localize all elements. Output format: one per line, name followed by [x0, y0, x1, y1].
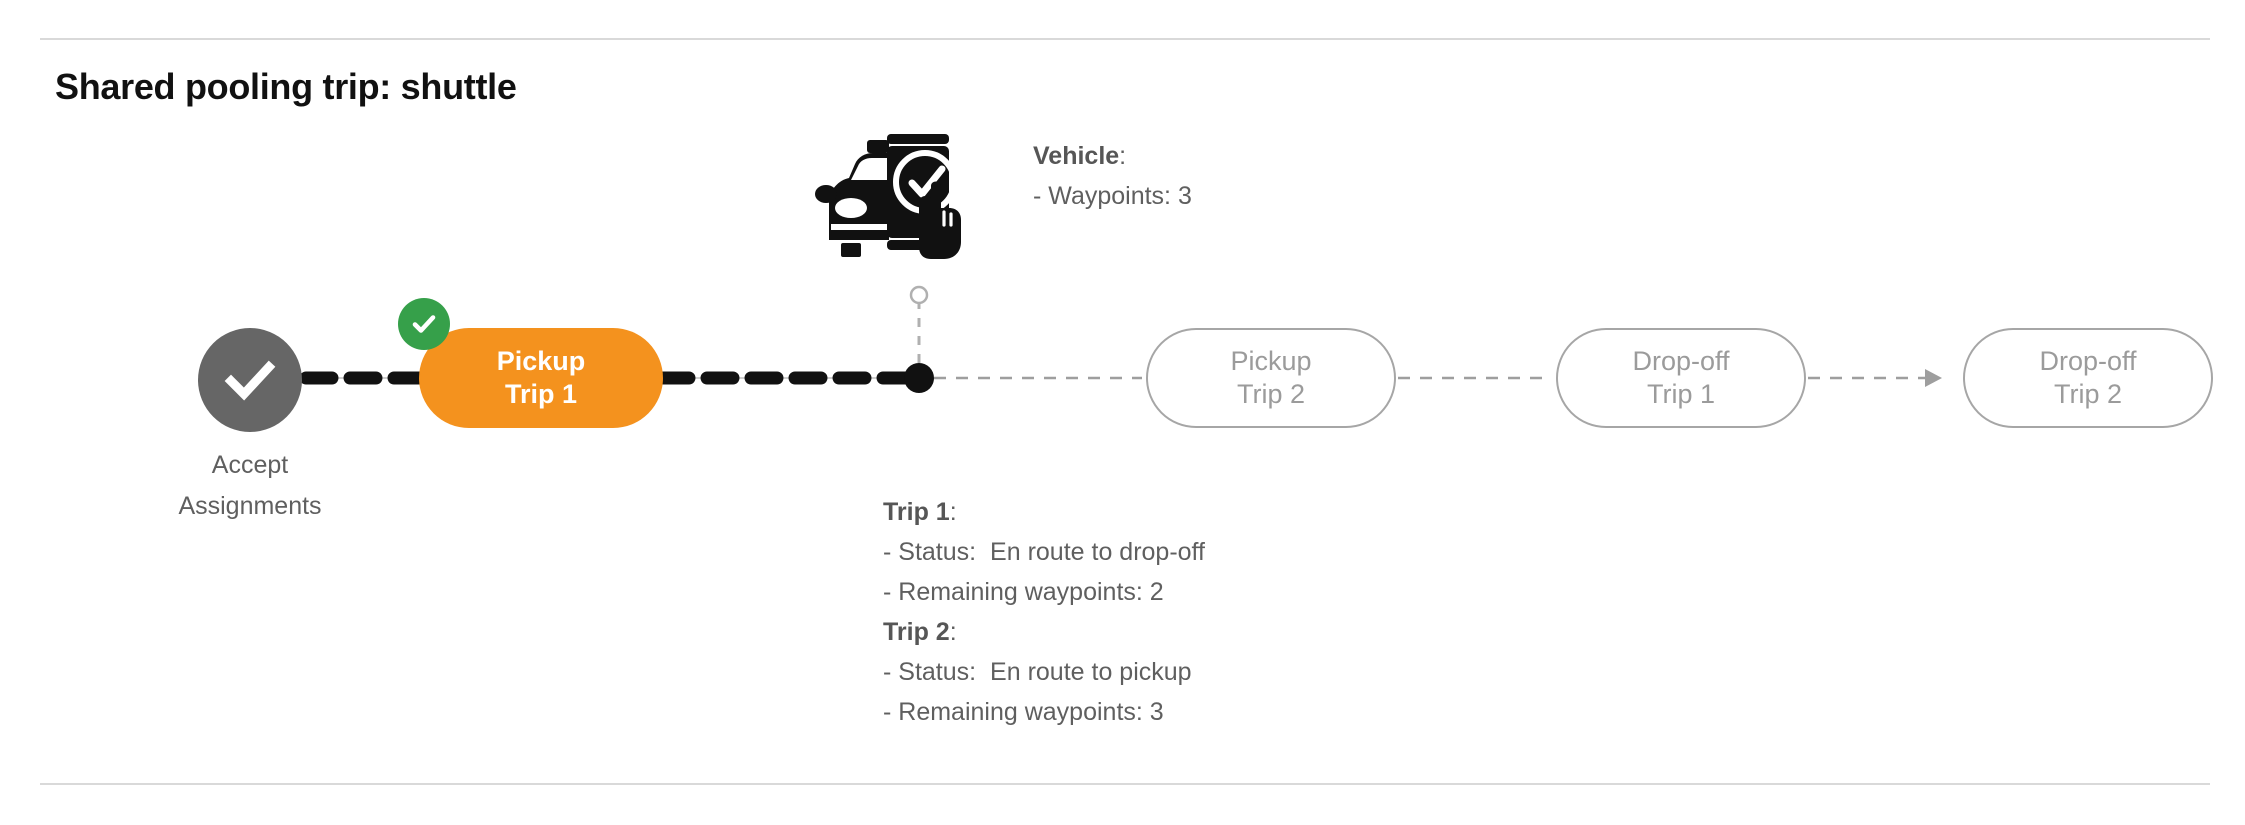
trip2-waypoints: - Remaining waypoints: 3 [883, 698, 1164, 726]
node-label-line1: Pickup [496, 346, 586, 376]
node-label-line2: Trip 1 [504, 379, 578, 409]
node-label-line1: Pickup [1230, 346, 1312, 376]
node-label-line2: Trip 1 [1646, 379, 1715, 409]
check-badge-icon [398, 298, 450, 350]
trip2-heading-row: Trip 2: [883, 612, 1205, 652]
vehicle-waypoints: - Waypoints: 3 [1033, 182, 1192, 210]
node-dropoff-trip-1[interactable]: Drop-off Trip 1 [1556, 328, 1806, 428]
accept-label-line2: Assignments [178, 492, 322, 520]
node-label-line1: Drop-off [2039, 346, 2137, 376]
trip1-heading-row: Trip 1: [883, 492, 1205, 532]
trip1-status-value: En route to drop-off [990, 538, 1206, 566]
vehicle-leader-ring [909, 285, 929, 305]
vehicle-info-block: Vehicle: - Waypoints: 3 [1033, 136, 1192, 216]
node-label-line2: Trip 2 [2053, 379, 2122, 409]
node-label-line1: Drop-off [1632, 346, 1730, 376]
trip2-status-value: En route to pickup [990, 658, 1192, 686]
node-pickup-trip-1[interactable]: Pickup Trip 1 [419, 328, 663, 428]
trip1-status-label: - Status: [883, 538, 977, 566]
vehicle-position-dot [904, 363, 934, 393]
node-dropoff-trip-2[interactable]: Drop-off Trip 2 [1963, 328, 2213, 428]
trips-info-block: Trip 1: - Status: En route to drop-off -… [883, 492, 1205, 732]
trip2-status-label: - Status: [883, 658, 977, 686]
accept-assignments-node[interactable] [198, 328, 302, 432]
trip1-status-row: - Status: En route to drop-off [883, 532, 1205, 572]
vehicle-phone-check-icon [815, 120, 975, 270]
vehicle-heading-row: Vehicle: [1033, 136, 1192, 176]
trip2-heading-colon: : [949, 618, 957, 646]
check-circle-icon [219, 349, 281, 411]
trip2-status-row: - Status: En route to pickup [883, 652, 1205, 692]
accept-assignments-label: Accept Assignments [140, 445, 360, 527]
node-label-line2: Trip 2 [1236, 379, 1305, 409]
divider-bottom [40, 783, 2210, 785]
trip1-waypoints: - Remaining waypoints: 2 [883, 578, 1164, 606]
accept-label-line1: Accept [211, 451, 289, 479]
trip1-heading-colon: : [949, 498, 957, 526]
trip2-heading: Trip 2 [883, 618, 950, 646]
trip1-heading: Trip 1 [883, 498, 950, 526]
divider-top [40, 38, 2210, 40]
node-pickup-trip-2[interactable]: Pickup Trip 2 [1146, 328, 1396, 428]
vehicle-heading: Vehicle [1033, 142, 1120, 170]
page-title: Shared pooling trip: shuttle [55, 66, 517, 107]
connector-arrowhead [1925, 369, 1942, 387]
vehicle-heading-colon: : [1119, 142, 1127, 170]
